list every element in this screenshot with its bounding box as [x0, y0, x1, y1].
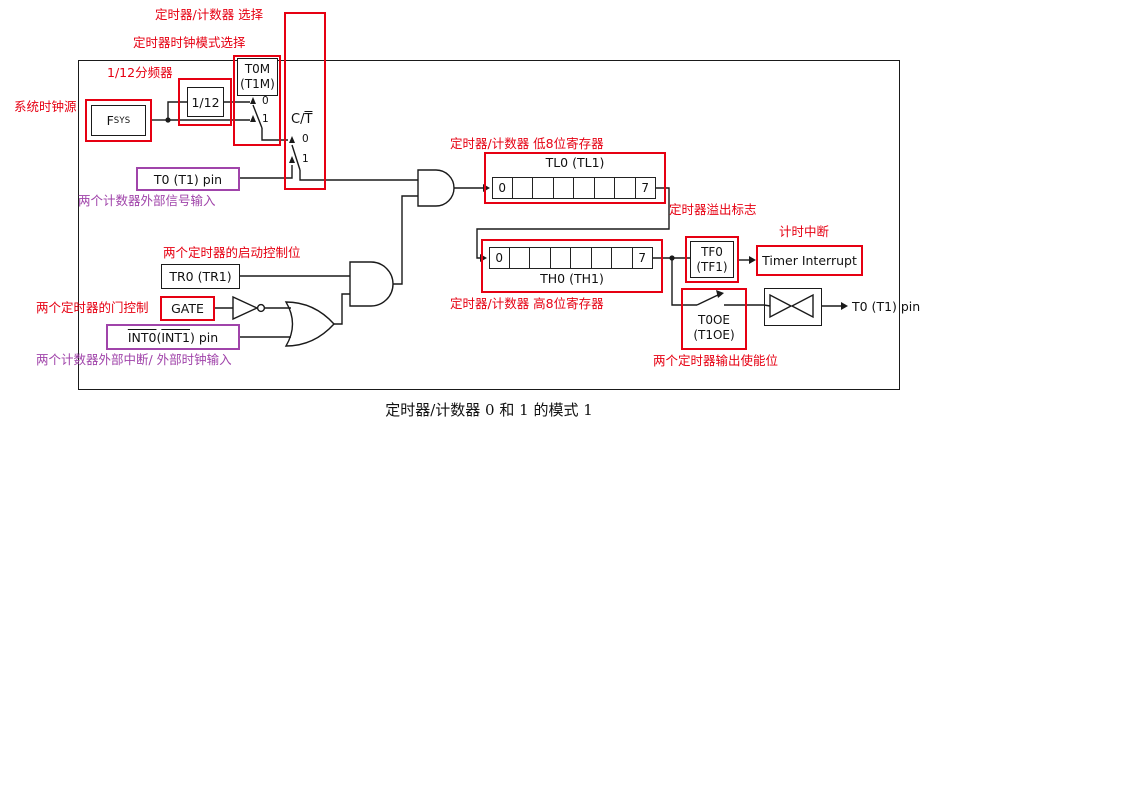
tf-line1: TF0 [701, 244, 723, 259]
label-divider: 1/12分频器 [107, 65, 173, 80]
tf-line2: (TF1) [696, 259, 728, 274]
fsys-label: F [106, 113, 114, 128]
label-system-clock: 系统时钟源 [14, 99, 77, 114]
toe-highlight-box [681, 288, 747, 350]
tr-block: TR0 (TR1) [161, 264, 240, 289]
diagram-frame [78, 60, 900, 390]
ct-select-label: C/T [291, 112, 313, 127]
ct-select-highlight-box [284, 12, 326, 190]
t0-pin-output-label: T0 (T1) pin [852, 299, 921, 314]
th-cell [509, 247, 530, 269]
timer-interrupt-block: Timer Interrupt [756, 245, 863, 276]
gate-block: GATE [160, 296, 215, 321]
t0m-line2: (T1M) [240, 77, 275, 91]
th-cell [571, 247, 592, 269]
tl-cell-0: 0 [492, 177, 513, 199]
label-timer-counter-select: 定时器/计数器 选择 [155, 7, 264, 22]
label-gate-control: 两个定时器的门控制 [36, 300, 149, 315]
divider-highlight-box [178, 78, 232, 126]
th-register-title: TH0 (TH1) [540, 271, 604, 286]
label-external-interrupt: 两个计数器外部中断/ 外部时钟输入 [36, 352, 232, 367]
pad-driver-block [764, 288, 822, 326]
divider-value: 1/12 [191, 94, 220, 110]
label-overflow-flag: 定时器溢出标志 [669, 202, 757, 217]
t0m-highlight-box [233, 55, 281, 146]
ct-switch-0-label: 0 [302, 133, 309, 145]
tl-cell [512, 177, 533, 199]
toe-line1: T0OE [698, 313, 730, 327]
label-run-control: 两个定时器的启动控制位 [163, 245, 301, 260]
label-timer-interrupt: 计时中断 [779, 224, 830, 239]
th-cell-0: 0 [489, 247, 510, 269]
label-external-signal: 两个计数器外部信号输入 [78, 193, 216, 208]
toe-line2: (T1OE) [693, 328, 735, 342]
tf-highlight-box [685, 236, 739, 283]
tl-cell [615, 177, 636, 199]
figure-caption: 定时器/计数器 0 和 1 的模式 1 [385, 401, 593, 419]
th-cell [591, 247, 612, 269]
t0m-block: T0M (T1M) [237, 58, 278, 96]
tl-highlight-box [484, 152, 666, 204]
tl-register-title: TL0 (TL1) [545, 155, 605, 170]
t0m-line1: T0M [244, 62, 271, 76]
th-cell [530, 247, 551, 269]
tl-cell [533, 177, 554, 199]
th-highlight-box [481, 239, 663, 293]
divider-block: 1/12 [187, 87, 224, 117]
tf-flag-block: TF0 (TF1) [690, 241, 734, 278]
th-register-cells: 0 7 [489, 247, 653, 269]
tl-cell [574, 177, 595, 199]
th-cell-7: 7 [632, 247, 653, 269]
tl-cell-7: 7 [635, 177, 656, 199]
label-high8-register: 定时器/计数器 高8位寄存器 [450, 296, 604, 311]
th-cell [612, 247, 633, 269]
tl-cell [594, 177, 615, 199]
tl-cell [553, 177, 574, 199]
label-low8-register: 定时器/计数器 低8位寄存器 [450, 136, 604, 151]
int-pin-input-box: INT0 (INT1) pin [106, 324, 240, 350]
tl-register-cells: 0 7 [492, 177, 656, 199]
toe-block-label: T0OE (T1OE) [681, 313, 747, 343]
t0-pin-input-box: T0 (T1) pin [136, 167, 240, 191]
t0m-switch-1-label: 1 [262, 113, 269, 125]
fsys-highlight-box [85, 99, 152, 142]
fsys-subscript: SYS [113, 115, 131, 126]
t0m-switch-0-label: 0 [262, 95, 269, 107]
ct-switch-1-label: 1 [302, 153, 309, 165]
label-output-enable: 两个定时器输出使能位 [653, 353, 779, 368]
label-clock-mode-select: 定时器时钟模式选择 [133, 35, 246, 50]
th-cell [550, 247, 571, 269]
